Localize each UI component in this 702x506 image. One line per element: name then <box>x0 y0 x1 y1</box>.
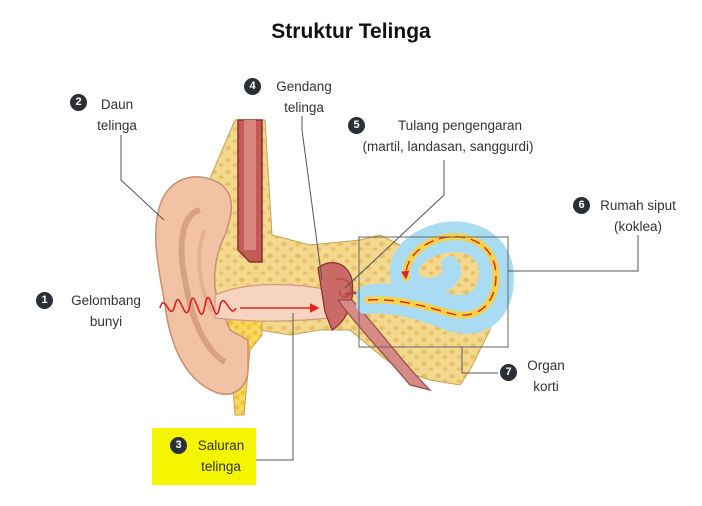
label-7: Organ korti <box>520 355 572 397</box>
cochlea-inset-box <box>358 236 509 348</box>
highlight-box <box>152 428 256 485</box>
label-5: Tulang pengengaran (martil, landasan, sa… <box>350 115 546 157</box>
label-7-line1: Organ <box>527 358 565 373</box>
ear-canal <box>214 283 331 322</box>
label-3-line2: telinga <box>201 459 241 474</box>
leader-4 <box>301 116 323 281</box>
label-2: Daun telinga <box>88 94 146 136</box>
label-6-line2: (koklea) <box>613 219 662 234</box>
leader-3 <box>256 313 294 461</box>
leader-2 <box>120 135 165 221</box>
label-4-line2: telinga <box>284 100 324 115</box>
badge-2: 2 <box>70 94 87 111</box>
badge-6: 6 <box>573 197 590 214</box>
label-4-line1: Gendang <box>276 79 332 94</box>
badge-3: 3 <box>170 437 187 454</box>
badge-4: 4 <box>244 78 261 95</box>
sound-wave <box>159 296 237 315</box>
label-1-line2: bunyi <box>89 314 123 329</box>
label-6-line1: Rumah siput <box>600 198 676 213</box>
cochlea <box>356 221 515 334</box>
badge-1: 1 <box>36 292 53 309</box>
label-2-line2: telinga <box>97 118 137 133</box>
leader-6 <box>508 235 639 272</box>
badge-5: 5 <box>348 117 365 134</box>
label-6: Rumah siput (koklea) <box>592 195 684 237</box>
label-1: Gelombang bunyi <box>56 290 156 332</box>
label-7-line2: korti <box>533 379 559 394</box>
label-5-line1: Tulang pengengaran <box>397 118 523 133</box>
label-4: Gendang telinga <box>266 76 342 118</box>
label-3: Saluran telinga <box>190 435 252 477</box>
label-5-line2: (martil, landasan, sanggurdi) <box>362 139 534 154</box>
diagram-title: Struktur Telinga <box>271 20 431 43</box>
label-1-line1: Gelombang <box>71 293 141 308</box>
leader-5 <box>344 160 445 289</box>
badge-7: 7 <box>500 364 517 381</box>
eustachian-tube <box>336 299 432 392</box>
label-2-line1: Daun <box>100 97 134 112</box>
label-3-line1: Saluran <box>197 438 245 453</box>
leader-7 <box>461 347 498 374</box>
